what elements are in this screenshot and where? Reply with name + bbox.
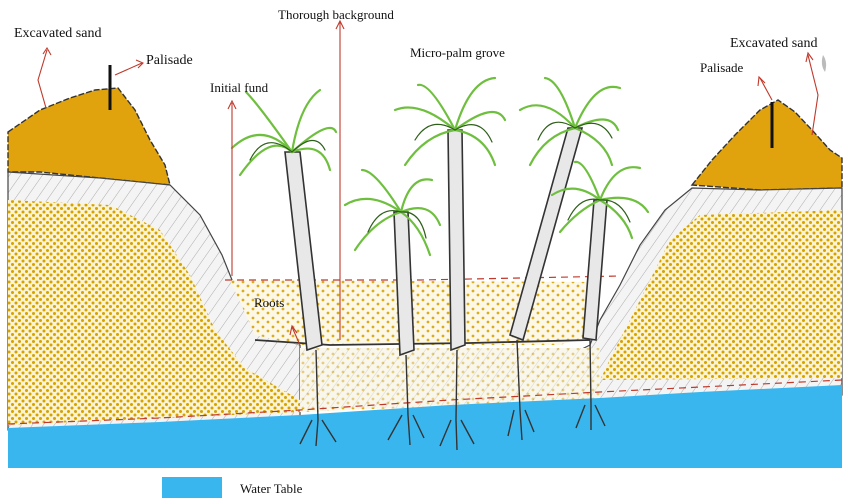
label-roots: Roots [254,295,284,310]
legend-water-swatch [162,477,222,498]
label-excavated-sand-left: Excavated sand [14,26,101,41]
label-thorough-background: Thorough background [278,7,394,22]
basin-lower-hatch [300,348,600,408]
label-initial-fund: Initial fund [210,80,269,95]
basin-sediment [230,280,600,345]
label-palisade-left: Palisade [146,53,193,68]
label-micro-palm-grove: Micro-palm grove [410,45,505,60]
legend-water-table-label: Water Table [240,481,303,496]
label-excavated-sand-right: Excavated sand [730,36,817,51]
label-palisade-right: Palisade [700,60,744,75]
